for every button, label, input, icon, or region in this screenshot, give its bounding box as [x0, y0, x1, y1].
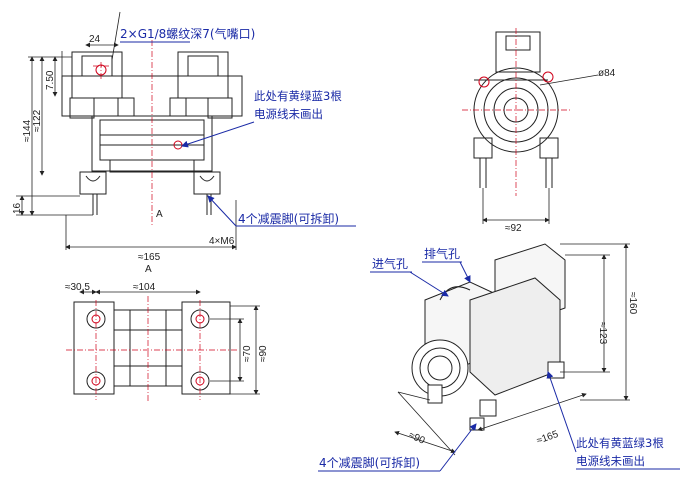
- dim-phi84: ø84: [598, 68, 616, 79]
- wire-note-iso-line1: 此处有黄蓝绿3根: [576, 436, 664, 450]
- dim-m6: 4×M6: [209, 236, 235, 247]
- iso-dim-160: ≈160: [627, 292, 638, 315]
- bottom-view: [73, 301, 231, 395]
- wire-note-line2: 电源线未画出: [254, 107, 323, 121]
- feet-label-iso: 4个减震脚(可拆卸): [319, 455, 420, 470]
- iso-view: [411, 243, 566, 431]
- feet-label: 4个减震脚(可拆卸): [238, 211, 339, 226]
- front-view-centerlines: [93, 40, 153, 225]
- dim-70: ≈70: [242, 345, 253, 362]
- dim-90: ≈90: [258, 345, 269, 362]
- dim-104: ≈104: [133, 282, 156, 293]
- iso-dim-165: ≈165: [535, 429, 560, 447]
- wire-note-iso-line2: 电源线未画出: [576, 454, 645, 468]
- inlet-label: 进气孔: [372, 256, 408, 271]
- dim-30-5: ≈30.5: [65, 282, 90, 293]
- outlet-label: 排气孔: [424, 246, 460, 261]
- section-a-bottom: A: [145, 264, 152, 275]
- section-a-mid: A: [156, 209, 163, 220]
- dim-122: ≈122: [32, 109, 43, 132]
- iso-dim-123: ≈123: [597, 322, 608, 345]
- thread-annotation: 2×G1/8螺纹深7(气嘴口): [120, 26, 255, 41]
- dim-24: 24: [89, 34, 101, 45]
- dim-7-50: 7.50: [45, 70, 56, 90]
- dim-16: 16: [12, 202, 23, 214]
- wire-note-line1: 此处有黄绿蓝3根: [254, 89, 342, 103]
- front-view-dims: [16, 11, 237, 250]
- dim-144: ≈144: [22, 119, 33, 142]
- iso-dim-90: ≈90: [407, 430, 427, 447]
- dim-92: ≈92: [505, 223, 522, 234]
- dim-165: ≈165: [138, 252, 161, 263]
